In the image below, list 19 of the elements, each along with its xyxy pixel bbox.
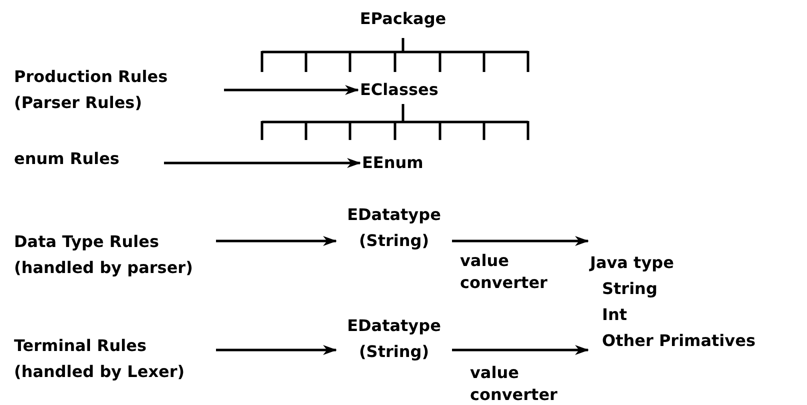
rule-label: Terminal Rules (handled by Lexer) — [14, 335, 186, 383]
rule-label: EEnum — [362, 152, 424, 174]
type-item: Int — [601, 304, 628, 326]
arrow — [452, 236, 589, 246]
rule-label: Production Rules (Parser Rules) — [14, 66, 169, 114]
arrow — [164, 158, 361, 168]
rule-label: enum Rules — [14, 148, 120, 170]
arrow — [216, 236, 337, 246]
type-item: String — [601, 278, 658, 300]
rule-label: EDatatype (String) — [346, 204, 442, 252]
arrow — [216, 345, 337, 355]
rule-label: EPackage — [358, 8, 448, 30]
rule-label: EClasses — [360, 79, 440, 101]
rule-label: EDatatype (String) — [346, 315, 442, 363]
arrow — [224, 85, 359, 95]
rule-label: Java type — [590, 252, 675, 274]
rule-label: Data Type Rules (handled by parser) — [14, 231, 194, 279]
arrow — [452, 345, 589, 355]
type-item: Other Primatives — [601, 330, 756, 352]
